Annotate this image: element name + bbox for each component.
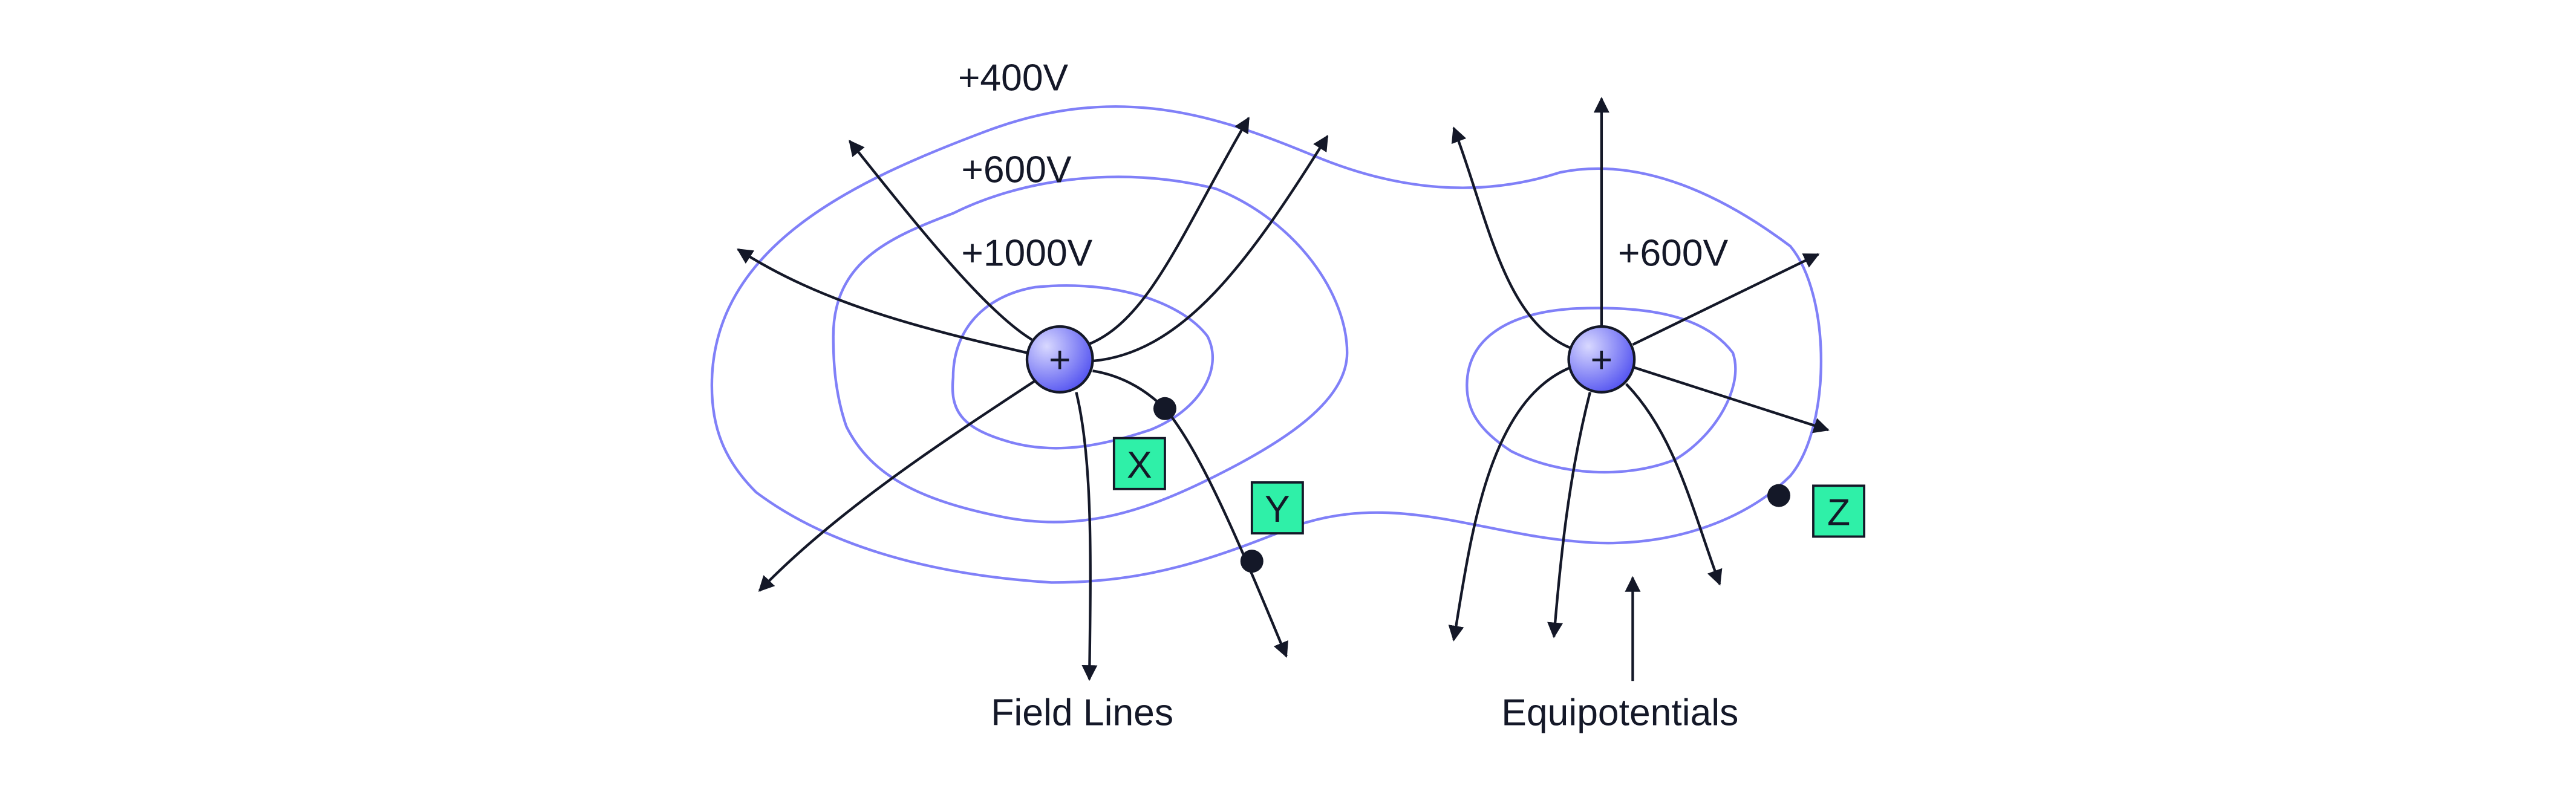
- right-charge: +: [1567, 325, 1636, 394]
- label-600v-left: +600V: [961, 148, 1072, 190]
- field-line: [1448, 366, 1571, 642]
- equipotential-600v-right: [1466, 307, 1737, 474]
- field-line: [1625, 383, 1723, 586]
- point-z-label: Z: [1812, 484, 1866, 538]
- point-x-label: X: [1112, 437, 1166, 490]
- point-y-dot: [1240, 550, 1264, 573]
- plus-sign: +: [1591, 339, 1612, 381]
- equipotentials-caption: Equipotentials: [1501, 692, 1738, 734]
- field-line: [1547, 392, 1591, 638]
- svg-text:Y: Y: [1265, 488, 1290, 530]
- svg-text:X: X: [1127, 444, 1152, 486]
- field-line: [1451, 126, 1571, 349]
- field-line: [1092, 135, 1329, 363]
- field-line: [1634, 366, 1830, 434]
- equipotential-1000v: [951, 284, 1214, 450]
- point-y-label: Y: [1250, 481, 1304, 534]
- field-line: [737, 248, 1028, 354]
- point-x-dot: [1153, 397, 1176, 420]
- right-field-lines: [1448, 97, 1830, 642]
- left-field-lines: [737, 117, 1329, 681]
- label-1000v: +1000V: [961, 232, 1092, 274]
- label-400v: +400V: [958, 56, 1069, 99]
- equipotential-600v-left: [832, 175, 1349, 524]
- point-z-dot: [1767, 484, 1790, 507]
- plus-sign: +: [1049, 339, 1071, 381]
- field-lines-caption: Field Lines: [991, 692, 1173, 734]
- field-line: [1632, 253, 1820, 346]
- field-line: [758, 379, 1036, 592]
- field-line: [849, 140, 1033, 341]
- left-charge: +: [1025, 325, 1094, 394]
- field-line: [1087, 117, 1250, 346]
- label-600v-right: +600V: [1618, 232, 1729, 274]
- field-line: [1075, 392, 1098, 681]
- svg-text:Z: Z: [1827, 491, 1850, 533]
